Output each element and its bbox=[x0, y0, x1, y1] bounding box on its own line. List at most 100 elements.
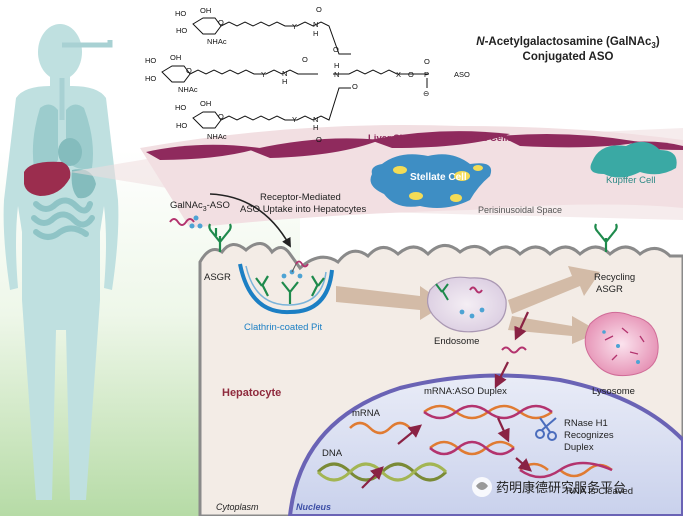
arrow-dna-to-mrna bbox=[361, 466, 384, 489]
endosome-dots bbox=[459, 307, 485, 319]
label-mrna-aso-duplex: mRNA:ASO Duplex bbox=[424, 386, 507, 397]
asgr-receptor-surface bbox=[208, 223, 232, 252]
lysosome-dots bbox=[602, 330, 640, 364]
galnac3-chemical-structure bbox=[161, 17, 429, 129]
svg-text:OH: OH bbox=[170, 53, 181, 62]
svg-text:N: N bbox=[282, 69, 287, 78]
liver-organ bbox=[24, 161, 71, 196]
svg-text:O: O bbox=[352, 82, 358, 91]
label-receptor-mediated-2: ASO Uptake into Hepatocytes bbox=[240, 204, 366, 215]
svg-text:H: H bbox=[282, 77, 287, 86]
transport-arrow-recycling bbox=[508, 266, 600, 314]
svg-text:OH: OH bbox=[200, 99, 211, 108]
clathrin-coated-pit bbox=[238, 263, 334, 315]
aso-in-pit bbox=[281, 260, 309, 279]
label-rnase-3: Duplex bbox=[564, 442, 594, 453]
svg-text:H: H bbox=[313, 29, 318, 38]
svg-text:HO: HO bbox=[145, 56, 156, 65]
arrow-endosome-to-aso bbox=[514, 311, 529, 341]
label-cytoplasm: Cytoplasm bbox=[216, 502, 259, 512]
label-dna: DNA bbox=[322, 448, 343, 459]
label-clathrin-pit: Clathrin-coated Pit bbox=[244, 322, 323, 333]
nucleus bbox=[287, 373, 683, 516]
svg-text:O: O bbox=[316, 135, 322, 144]
trachea bbox=[59, 40, 113, 120]
lysosome bbox=[584, 311, 659, 377]
label-stellate: Stellate Cell bbox=[410, 172, 467, 183]
label-hepatocyte: Hepatocyte bbox=[222, 387, 281, 399]
svg-text:X: X bbox=[396, 70, 401, 79]
svg-text:O: O bbox=[408, 70, 414, 79]
label-endothelial: Liver Sinusoid Endothelial Cells bbox=[368, 133, 513, 144]
arrow-duplex-to-rnase bbox=[496, 417, 510, 443]
svg-text:P: P bbox=[424, 70, 429, 79]
svg-text:HO: HO bbox=[175, 103, 186, 112]
arrow-aso-to-nucleus bbox=[494, 361, 509, 389]
asgr-receptor-pit bbox=[255, 275, 325, 304]
label-recycling-2: ASGR bbox=[596, 284, 623, 295]
arrow-mrna-to-duplex bbox=[397, 424, 423, 445]
label-rnase-2: Recognizes bbox=[564, 430, 614, 441]
label-rna-cleaved: RNA Is Cleaved bbox=[566, 486, 633, 497]
arrow-uptake bbox=[209, 193, 291, 248]
label-perisinusoidal: Perisinusoidal Space bbox=[478, 205, 562, 215]
label-endosome: Endosome bbox=[434, 336, 479, 347]
svg-text:Y: Y bbox=[292, 115, 297, 124]
svg-text:O: O bbox=[316, 5, 322, 14]
label-recycling-1: Recycling bbox=[594, 272, 635, 283]
stellate-cell bbox=[370, 154, 492, 208]
svg-text:O: O bbox=[424, 57, 430, 66]
arrow-rnase-to-cleaved bbox=[515, 457, 533, 472]
chem-labels: HO OH HO NHAc HO OH HO NHAc HO OH HO NHA… bbox=[145, 5, 470, 144]
svg-text:HO: HO bbox=[176, 26, 187, 35]
svg-text:HO: HO bbox=[176, 121, 187, 130]
label-kupffer: Kupffer Cell bbox=[606, 175, 655, 186]
endothelial-cells bbox=[146, 131, 683, 160]
svg-text:O: O bbox=[302, 55, 308, 64]
transport-arrow-endosome bbox=[336, 286, 446, 320]
svg-text:Y: Y bbox=[292, 22, 297, 31]
label-receptor-mediated-1: Receptor-Mediated bbox=[260, 192, 341, 203]
watermark-text: 药明康德研究服务平台 bbox=[496, 480, 626, 495]
title-line-1: N-Acetylgalactosamine (GalNAc3) bbox=[476, 36, 660, 50]
svg-text:ASO: ASO bbox=[454, 70, 470, 79]
svg-text:HO: HO bbox=[175, 9, 186, 18]
svg-text:O: O bbox=[333, 45, 339, 54]
watermark: 药明康德研究服务平台 bbox=[472, 477, 626, 497]
svg-text:OH: OH bbox=[200, 6, 211, 15]
label-asgr: ASGR bbox=[204, 272, 231, 283]
svg-text:O: O bbox=[186, 66, 192, 75]
intestines bbox=[31, 197, 95, 240]
svg-text:HO: HO bbox=[145, 74, 156, 83]
stomach bbox=[71, 169, 96, 199]
endosome bbox=[427, 276, 507, 333]
svg-text:O: O bbox=[218, 18, 224, 27]
svg-text:⊖: ⊖ bbox=[423, 89, 429, 98]
mrna-strand bbox=[349, 421, 411, 435]
label-mrna: mRNA bbox=[352, 408, 381, 419]
title-line-2: Conjugated ASO bbox=[523, 51, 614, 63]
svg-text:H: H bbox=[334, 61, 339, 70]
kupffer-cell bbox=[590, 141, 677, 178]
svg-text:NHAc: NHAc bbox=[207, 37, 227, 46]
label-galnac-aso: GalNAc3-ASO bbox=[170, 200, 230, 213]
svg-text:O: O bbox=[218, 112, 224, 121]
svg-text:NHAc: NHAc bbox=[178, 85, 198, 94]
svg-text:N: N bbox=[313, 115, 318, 124]
lysosome-fragments bbox=[604, 327, 645, 361]
asgr-recycled bbox=[594, 223, 618, 252]
svg-text:NHAc: NHAc bbox=[207, 132, 227, 141]
svg-text:H: H bbox=[313, 123, 318, 132]
clathrin-inner bbox=[245, 265, 327, 306]
svg-text:Y: Y bbox=[261, 70, 266, 79]
asgr-in-endosome bbox=[435, 283, 483, 301]
heart bbox=[58, 138, 82, 166]
free-aso bbox=[501, 346, 527, 354]
label-lysosome: Lysosome bbox=[592, 386, 635, 397]
galnac-aso-molecule bbox=[169, 215, 203, 229]
label-rnase-1: RNase H1 bbox=[564, 418, 608, 429]
transport-arrow-lysosome bbox=[508, 316, 600, 344]
rnase-scissors-icon bbox=[535, 417, 557, 441]
